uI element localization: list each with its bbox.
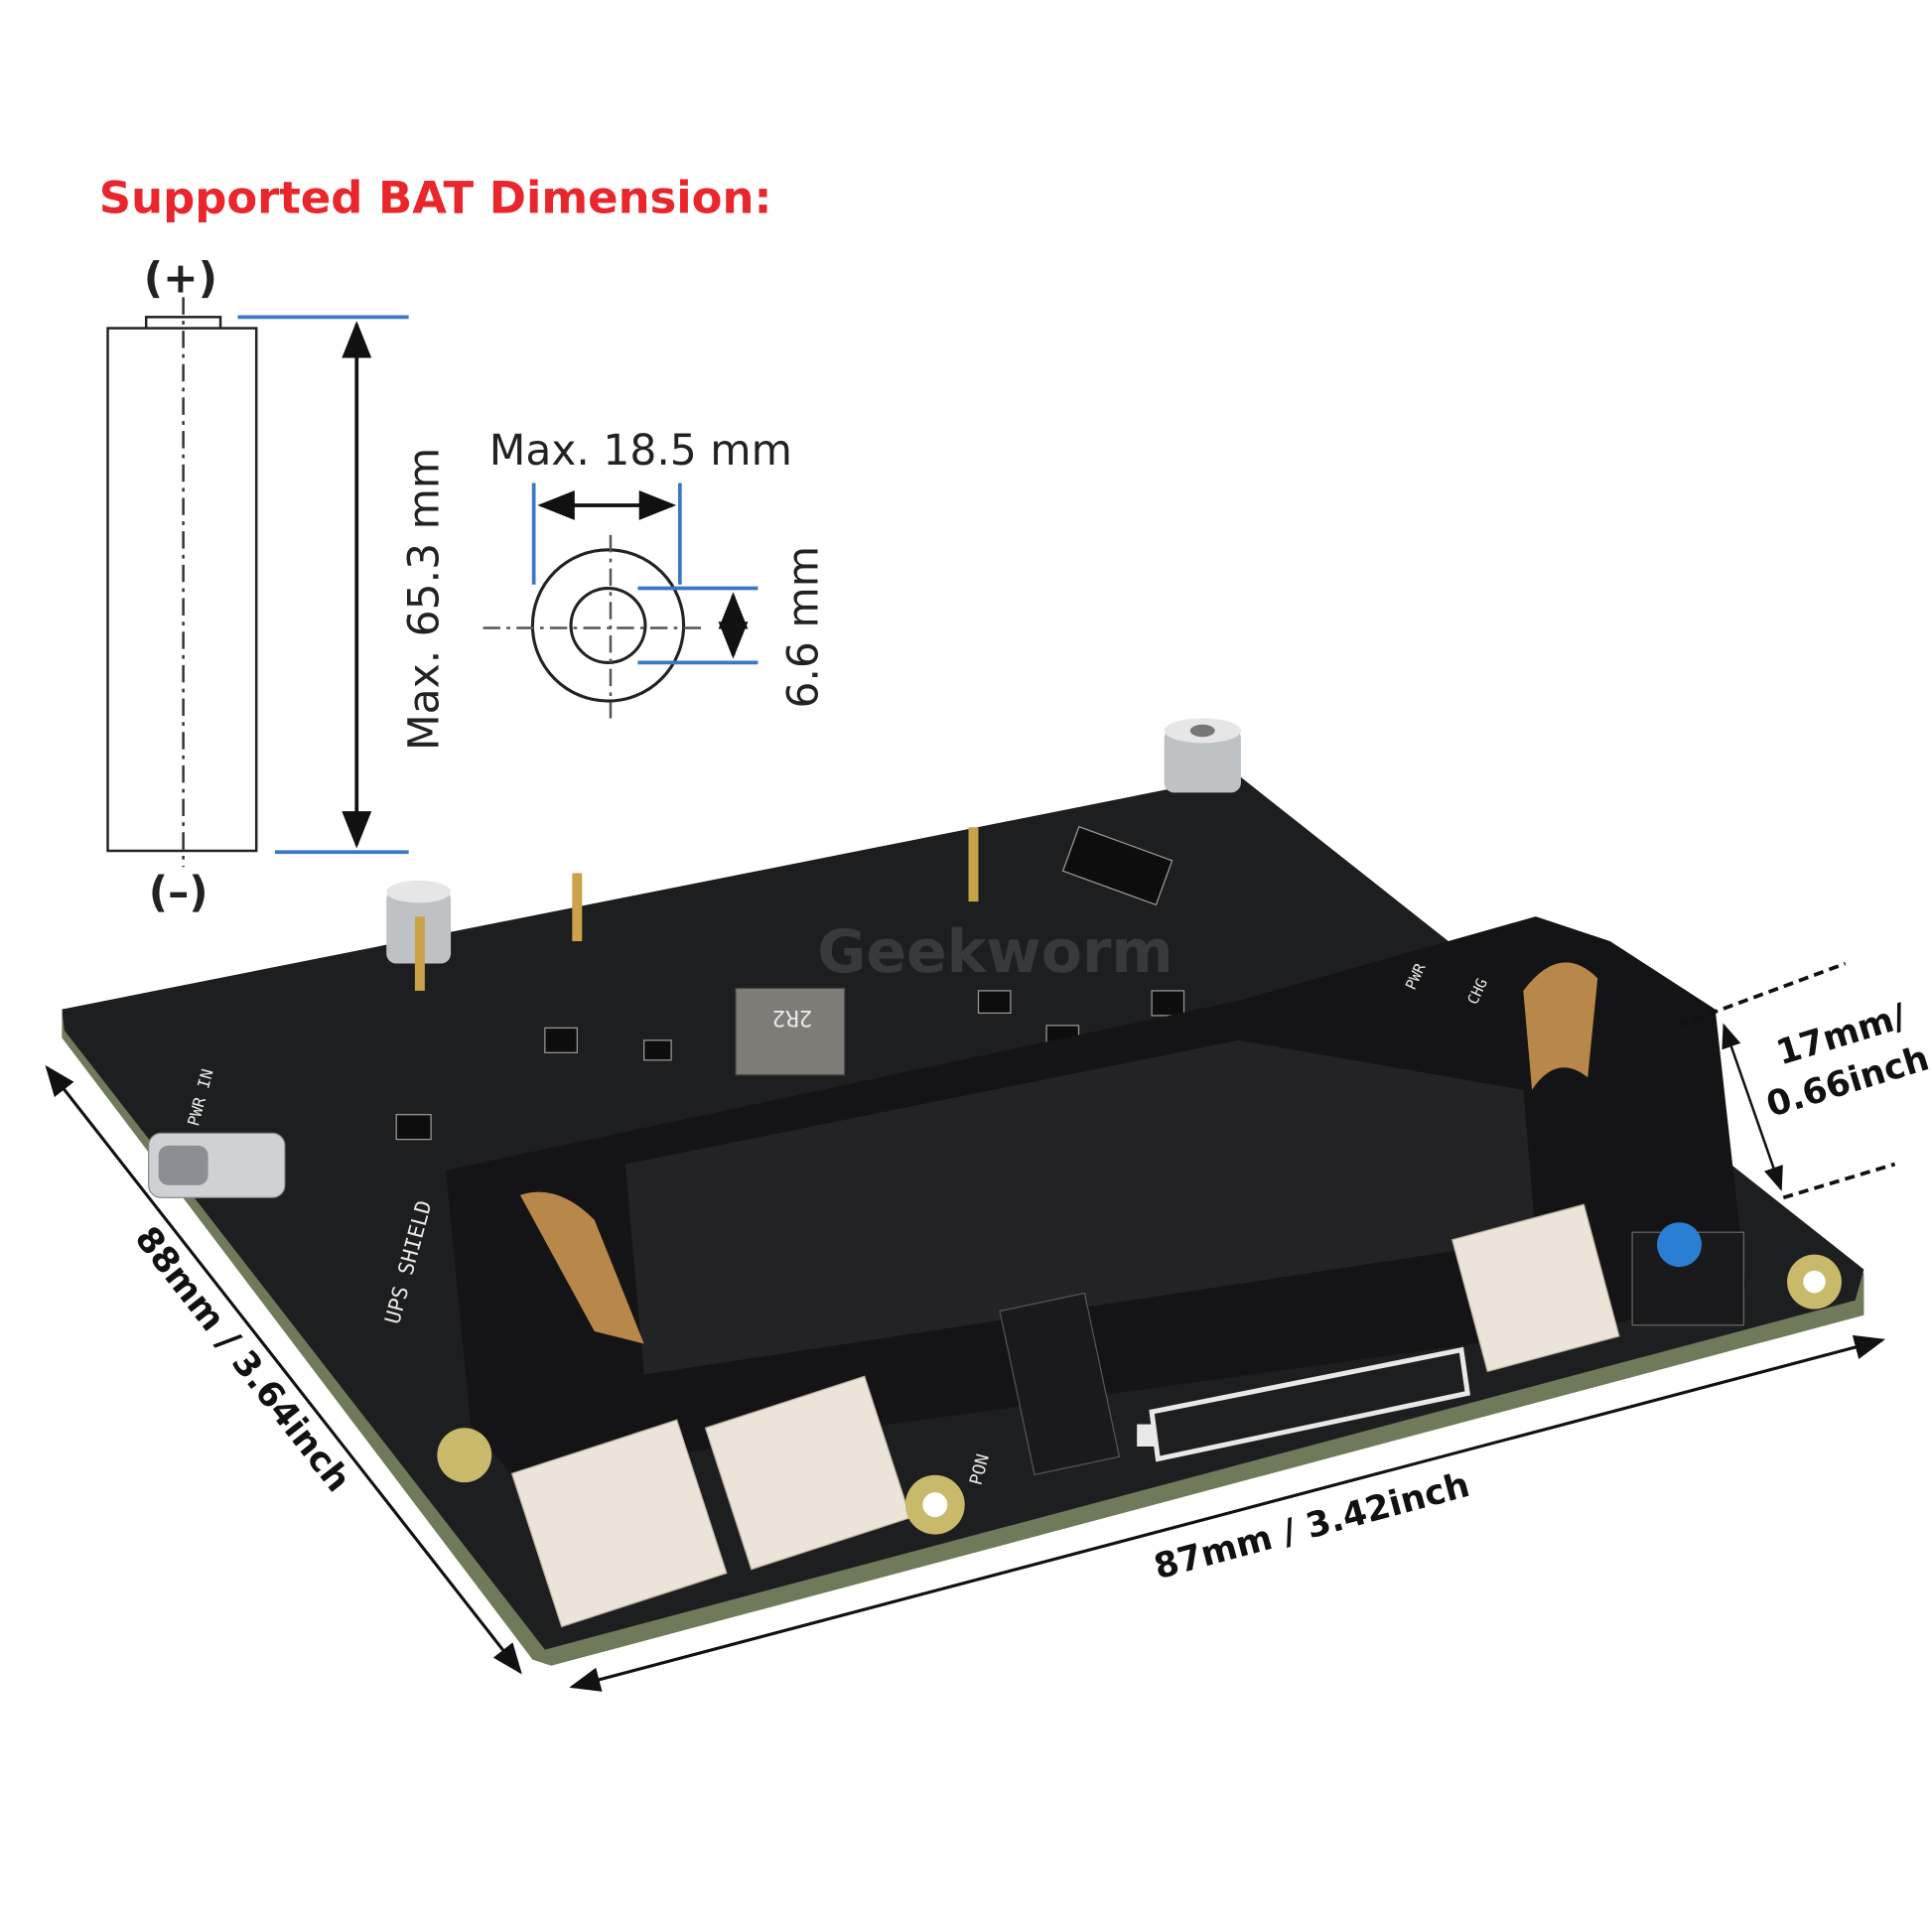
pogo-pins [414,827,979,991]
plus-label: (+) [144,254,217,303]
inductor-label: 2R2 [772,1005,813,1031]
diameter-label: Max. 18.5 mm [489,427,792,476]
battery-contact [519,1191,644,1344]
battery-end-view: Max. 18.5 mm 6.6 mm [483,427,828,719]
watermark: Geekworm [817,917,1173,987]
battery-contact [1523,962,1598,1090]
holder-cavity [624,1039,1536,1375]
title: Supported BAT Dimension: [99,172,772,224]
inductor: 2R2 [735,987,846,1076]
standoff [1164,718,1241,793]
terminal-label: 6.6 mm [779,546,828,709]
usb-c-port[interactable] [148,1132,286,1198]
terminal-outline [569,586,647,664]
power-button[interactable] [1631,1222,1745,1326]
minus-label: (–) [149,869,208,917]
battery-side-view: (+) (–) Max. 65.3 mm [106,254,450,917]
length-label: Max. 65.3 mm [401,448,450,751]
ups-board: 2R2 Geekworm PWR IN UPS SHIELD PWR CHG P… [62,718,1864,1666]
mounting-hole [437,1428,492,1483]
